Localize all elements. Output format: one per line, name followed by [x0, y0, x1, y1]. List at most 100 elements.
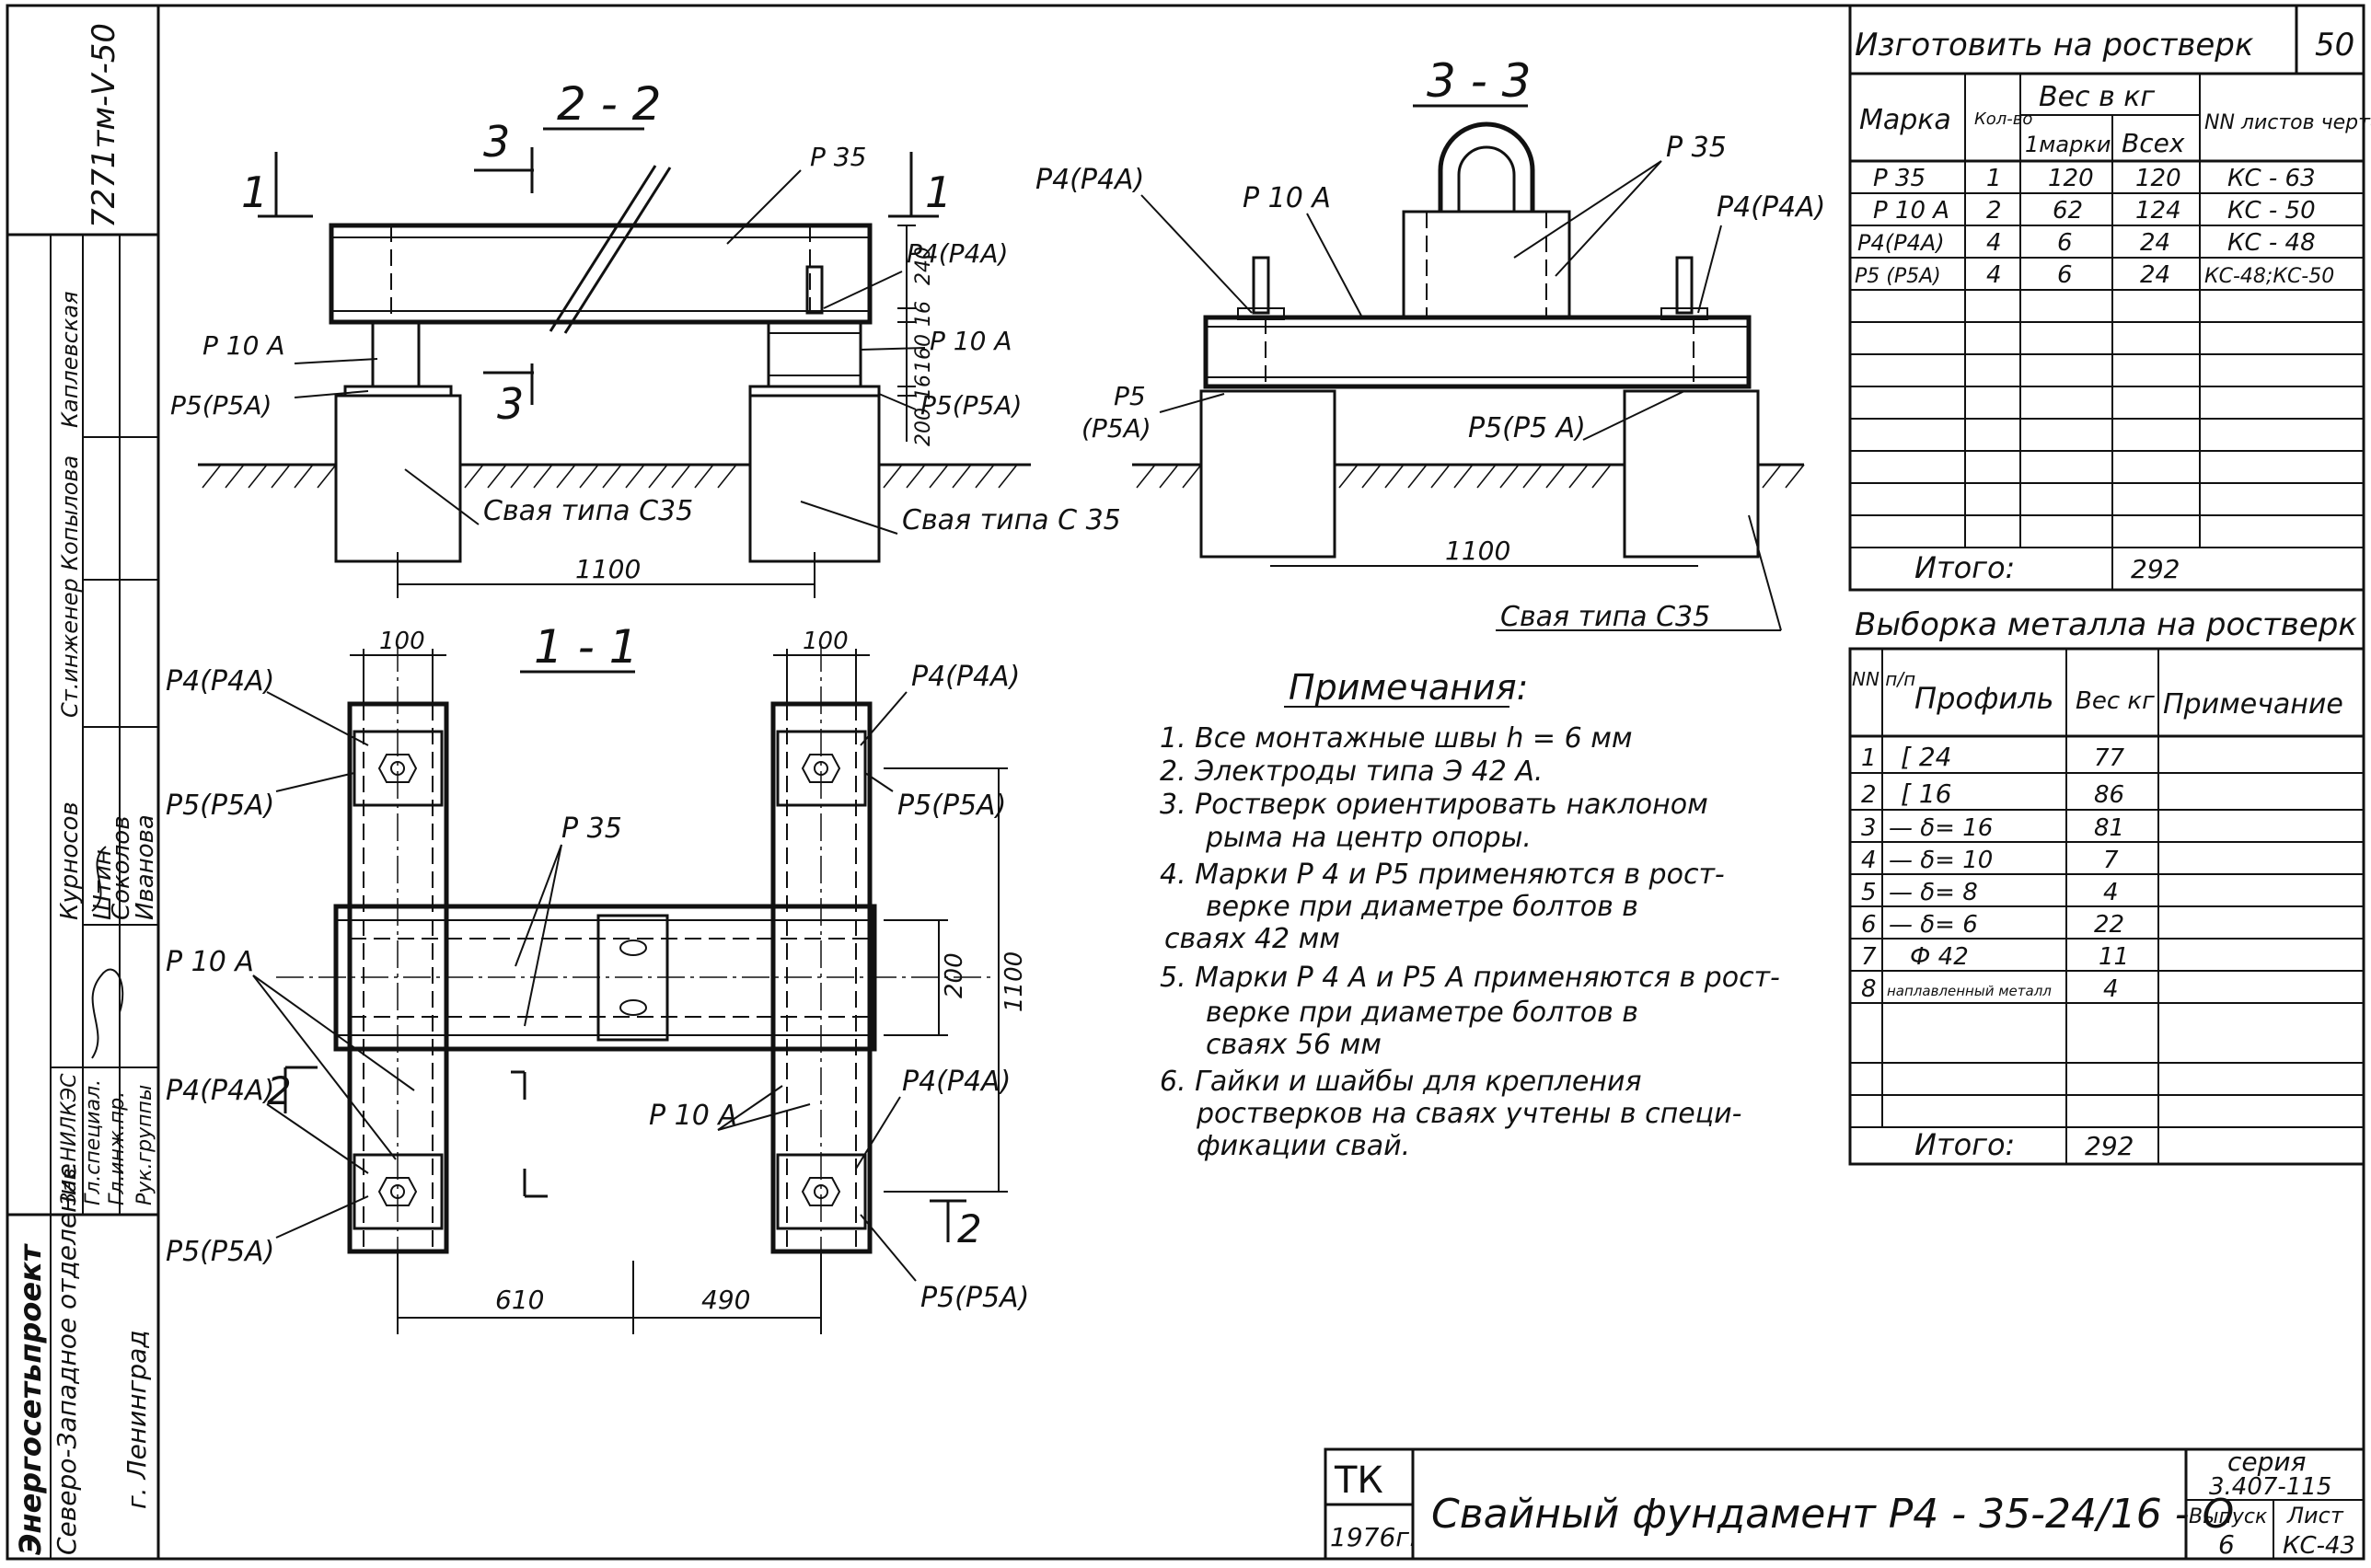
t1-r4-one: 6 [2057, 261, 2073, 289]
t1-r3-mark: P4(P4A) [1857, 230, 1945, 256]
table1-title: Изготовить на ростверк [1855, 27, 2254, 63]
t1-head-mark: Марка [1859, 104, 1951, 136]
label-p5-2-2-left: P5(P5A) [170, 390, 272, 421]
stamp-org1: Энергосетьпроект [13, 1242, 48, 1555]
t2-r8-w: 4 [2103, 975, 2119, 1003]
t2-head-profile: Профиль [1914, 681, 2053, 716]
dim-16a: 16 [912, 301, 935, 327]
label-p5-plan-tr: P5(P5A) [897, 790, 1006, 822]
t1-head-one: 1марки [2025, 132, 2111, 157]
notes-title: Примечания: [1289, 667, 1528, 708]
label-p10a-plan: P 10 A [166, 946, 254, 978]
dim-1100-plan: 1100 [1000, 951, 1028, 1012]
t2-r5-n: 5 [1861, 879, 1877, 906]
tb-sheet-label: Лист [2286, 1503, 2344, 1528]
t2-r6-w: 22 [2094, 911, 2124, 939]
p4-bottom-right [776, 1153, 867, 1230]
t1-head-qty: Кол-во [1974, 110, 2032, 129]
t2-r6-p: — δ= 6 [1889, 911, 1978, 939]
dim-240: 240 [912, 247, 935, 285]
label-p35-plan: P 35 [561, 813, 622, 845]
p10a-beam-3-3 [1203, 315, 1752, 389]
p10a-left-2-2 [371, 320, 421, 388]
view-2-2-title: 2 - 2 [557, 77, 661, 131]
dim-490: 490 [701, 1285, 750, 1315]
label-p5-3-3-mid: P5(P5 A) [1468, 412, 1586, 444]
dim-160: 160 [912, 334, 935, 373]
t2-head-nn: NN п/п [1852, 668, 1915, 690]
p10a-right-2-2 [767, 320, 862, 388]
note-line-10: сваях 56 мм [1206, 1029, 1382, 1061]
left-stamp: 7271тм-Ⅴ-50 Энергосетьпроект Северо-Запа… [7, 6, 160, 1559]
label-p10a-2-2-right: P 10 A [930, 326, 1012, 356]
stamp-name-1: Курносов [56, 801, 84, 920]
t2-r5-p: — δ= 8 [1889, 879, 1978, 906]
tb-series-label: серия [2227, 1447, 2306, 1477]
t1-r2-mark: P 10 A [1873, 197, 1949, 225]
title-block: ТК 1976г. Свайный фундамент Р4 - 35-24/1… [1324, 1447, 2365, 1561]
label-p5-plan-tl: P5(P5A) [166, 790, 274, 822]
tb-issue: 6 [2218, 1529, 2235, 1560]
t2-head-weight: Вес кг [2076, 687, 2155, 715]
t1-r1-sheet: КС - 63 [2227, 165, 2316, 192]
notes-block: Примечания: 1. Все монтажные швы h = 6 м… [1160, 667, 1780, 1162]
label-p5a-3-3: (P5A) [1081, 413, 1151, 444]
t2-r4-p: — δ= 10 [1889, 847, 1993, 874]
t1-r2-qty: 2 [1986, 197, 2002, 225]
stamp-role-b2: Копылова [57, 455, 83, 571]
t2-row-5: 5 — δ= 8 4 [1861, 879, 2119, 906]
label-p5-2-2-right: P5(P5A) [920, 390, 1022, 421]
t1-r1-mark: P 35 [1873, 165, 1926, 192]
t2-row-8: 8 наплавленный металл 4 [1861, 975, 2119, 1003]
t2-total-label: Итого: [1914, 1127, 2015, 1162]
t1-r3-one: 6 [2057, 229, 2073, 257]
dim-1100-2-2: 1100 [575, 554, 641, 584]
pile-right-2-2 [748, 394, 881, 563]
note-line-1: 1. Все монтажные швы h = 6 мм [1160, 722, 1632, 755]
note-line-13: фикации свай. [1197, 1130, 1410, 1162]
t1-r4-all: 24 [2140, 261, 2170, 289]
t1-r2-one: 62 [2053, 197, 2083, 225]
tb-sheet: КС-43 [2283, 1532, 2355, 1560]
t1-r3-sheet: КС - 48 [2227, 229, 2316, 257]
label-pile-3-3: Свая типа С35 [1500, 601, 1710, 633]
t2-r4-w: 7 [2103, 847, 2119, 874]
dim-16b: 16 [912, 375, 935, 400]
cut-2-bottom: 2 [957, 1206, 982, 1251]
t1-total-label: Итого: [1914, 550, 2015, 585]
label-p35-2-2: P 35 [810, 142, 866, 172]
cut-1-right-2-2: 1 [925, 167, 952, 217]
note-line-5: 4. Марки Р 4 и Р5 применяются в рост- [1160, 859, 1725, 891]
note-line-11: 6. Гайки и шайбы для крепления [1160, 1066, 1642, 1098]
label-p4-plan-tr: P4(P4A) [911, 661, 1020, 693]
stamp-role-b1: Ст.инженер [57, 578, 83, 718]
cut-3-top: 3 [483, 117, 510, 167]
tb-issue-label: Выпуск [2189, 1505, 2268, 1528]
t2-r5-w: 4 [2103, 879, 2119, 906]
t1-row-4: P5 (P5A) 4 6 24 КС-48;КС-50 [1855, 261, 2334, 289]
tb-year: 1976г. [1330, 1522, 1417, 1552]
p4-bottom-left [353, 1153, 444, 1230]
t1-head-all: Всех [2122, 128, 2185, 158]
pile-right-3-3 [1623, 389, 1760, 559]
dim-200-plan: 200 [941, 952, 968, 998]
view-3-3-title: 3 - 3 [1427, 54, 1531, 108]
t1-r3-all: 24 [2140, 229, 2170, 257]
p4-top-left [353, 730, 444, 807]
pile-left-3-3 [1199, 389, 1336, 559]
tb-series: 3.407-115 [2209, 1473, 2331, 1501]
note-line-4: рыма на центр опоры. [1205, 822, 1532, 854]
stamp-role-4: Рук.группы [133, 1085, 156, 1205]
dim-1100-3-3: 1100 [1445, 536, 1510, 566]
label-p5-3-3: P5 [1114, 381, 1146, 411]
view-3-3: 3 - 3 1100 P 10 A P 35 P4(P4A [1035, 54, 1825, 633]
label-p4-2-2: P4(P4A) [907, 238, 1008, 269]
t2-r1-n: 1 [1861, 744, 1877, 772]
t2-row-1: 1 [ 24 77 [1861, 742, 2125, 772]
table1-qty: 50 [2315, 27, 2354, 63]
label-p5-plan-bl: P5(P5A) [166, 1236, 274, 1268]
tb-tk: ТК [1334, 1459, 1383, 1502]
t1-r4-mark: P5 (P5A) [1855, 265, 1941, 288]
t2-r2-n: 2 [1861, 781, 1877, 809]
